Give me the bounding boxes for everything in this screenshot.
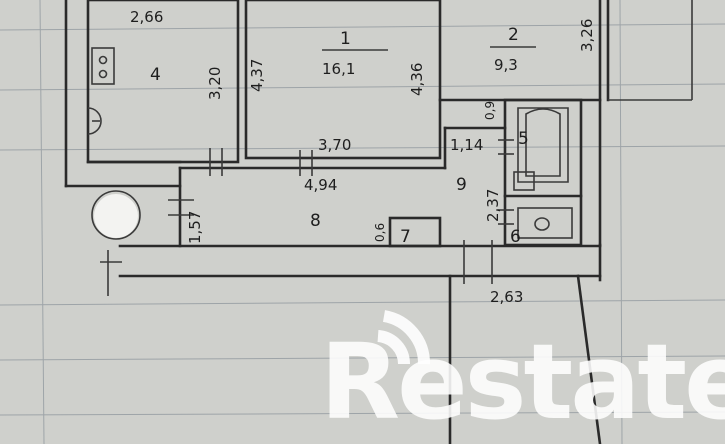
room-4-height: 3,20 bbox=[206, 67, 224, 100]
room-6-number: 6 bbox=[510, 227, 521, 247]
room-9-number: 9 bbox=[456, 175, 467, 195]
round-tower-icon bbox=[91, 190, 141, 240]
dim-2-63: 2,63 bbox=[490, 288, 523, 306]
dim-0-6: 0,6 bbox=[373, 223, 387, 242]
room-1-width: 3,70 bbox=[318, 136, 351, 154]
room-8-number: 8 bbox=[310, 211, 321, 231]
watermark-text: Restate bbox=[320, 321, 725, 443]
room-2-number: 2 bbox=[508, 25, 519, 45]
stove-burner-icon bbox=[98, 55, 108, 65]
room-1-area: 16,1 bbox=[322, 60, 355, 78]
stove-icon bbox=[91, 47, 115, 85]
room-7-number: 7 bbox=[400, 227, 411, 247]
toilet-icon bbox=[513, 171, 535, 191]
washbasin-icon bbox=[517, 207, 573, 239]
dim-4-37: 4,37 bbox=[248, 59, 266, 92]
room-labels: 4 2,66 3,20 4,37 1 16,1 4,36 3,70 2 9,3 … bbox=[130, 8, 596, 306]
walls bbox=[64, 0, 693, 444]
room-2-area: 9,3 bbox=[494, 56, 518, 74]
dim-2-37: 2,37 bbox=[484, 189, 502, 222]
room-1-number: 1 bbox=[340, 29, 351, 49]
room-4-width: 2,66 bbox=[130, 8, 163, 26]
room-4-number: 4 bbox=[150, 65, 161, 85]
bathtub-icon bbox=[517, 107, 569, 183]
stove-burner-icon bbox=[98, 69, 108, 79]
watermark-logo-icon bbox=[377, 310, 431, 365]
dim-0-9: 0,9 bbox=[483, 101, 497, 120]
dim-1-14: 1,14 bbox=[450, 136, 483, 154]
dim-1-57: 1,57 bbox=[186, 211, 204, 244]
redaction-blob bbox=[94, 194, 138, 238]
sink-icon bbox=[87, 107, 102, 135]
room-2-height: 3,26 bbox=[578, 19, 596, 52]
room-1-height: 4,36 bbox=[408, 63, 426, 96]
fixtures bbox=[87, 47, 573, 240]
dim-4-94: 4,94 bbox=[304, 176, 337, 194]
room-5-number: 5 bbox=[518, 129, 529, 149]
